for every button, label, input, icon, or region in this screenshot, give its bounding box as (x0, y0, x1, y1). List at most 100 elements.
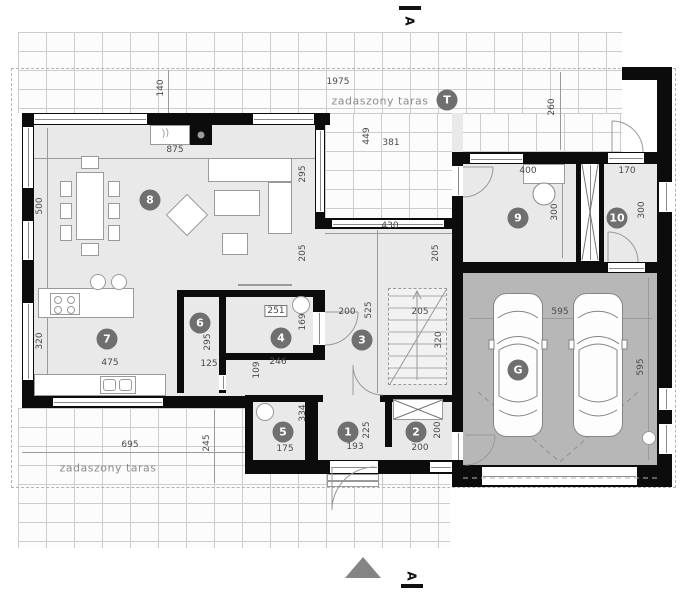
chair (81, 243, 99, 256)
window-nook-west (316, 130, 324, 212)
dimension-label: 1975 (326, 77, 350, 87)
dimension-label: 320 (434, 331, 444, 349)
chair (81, 156, 99, 169)
coffee-table (214, 190, 260, 216)
dimension-label: 300 (550, 203, 560, 221)
dim-line (47, 128, 48, 288)
door-gap-room6 (219, 375, 226, 390)
dim-line (377, 230, 378, 393)
dimension-label: 193 (346, 442, 364, 452)
terrace-label: zadaszony taras (331, 94, 429, 108)
dimension-label: 295 (298, 165, 308, 183)
dim-line (562, 168, 563, 258)
window-north-2 (253, 114, 314, 124)
dim-line (648, 278, 649, 460)
dimension-label: 475 (101, 358, 119, 368)
terrace-label: zadaszony taras (59, 461, 157, 475)
door-gap-room9 (452, 166, 463, 196)
wall-room6-east (219, 290, 226, 393)
wall-corridor-south-e (380, 395, 452, 402)
entrance-arrow (345, 557, 381, 578)
room-marker-T: T (436, 89, 458, 111)
door-gap-room10-garage (608, 263, 645, 272)
dimension-label: 200 (338, 307, 356, 317)
dimension-label: 109 (252, 361, 262, 379)
section-marker-top: A (399, 6, 421, 29)
room-marker-4: 4 (270, 327, 292, 349)
room-marker-6: 6 (189, 312, 211, 334)
washbasin-room5 (256, 403, 274, 421)
wall-room5-east (305, 396, 318, 472)
door-gap-room2-garage (452, 432, 463, 462)
dimension-label: 125 (200, 359, 218, 369)
wall-room6-west (177, 290, 184, 393)
dimension-label: 295 (203, 333, 213, 351)
dimension-label: 449 (362, 127, 372, 145)
section-letter: A (404, 571, 419, 581)
dimension-label: 200 (433, 421, 443, 439)
terrace-top-right (452, 113, 622, 152)
window-nook-south (332, 220, 444, 227)
dim-line (34, 158, 315, 159)
window-east-3 (659, 424, 672, 454)
wall-center-east (452, 152, 463, 487)
room-marker-8: 8 (139, 189, 161, 211)
dimension-label: 595 (551, 307, 569, 317)
dimension-label: 430 (381, 221, 399, 231)
dimension-label: 320 (35, 332, 45, 350)
section-bar (401, 584, 423, 588)
dimension-label: 525 (364, 301, 374, 319)
room-marker-3: 3 (351, 329, 373, 351)
room-marker-10: 10 (606, 207, 628, 229)
dimension-label: 695 (121, 440, 139, 450)
dimension-label: 334 (298, 404, 308, 422)
terrace-top (18, 32, 622, 113)
dim-line (325, 233, 452, 234)
washbasin-room4 (292, 296, 310, 314)
dimension-label: 140 (156, 79, 166, 97)
burner (54, 306, 62, 314)
dimension-label: 205 (411, 307, 429, 317)
window-west-2 (23, 221, 33, 260)
burner (54, 296, 62, 304)
dimension-label: 205 (298, 244, 308, 262)
dimension-label: 875 (166, 145, 184, 155)
section-bar (399, 6, 421, 10)
dim-line (168, 70, 169, 113)
bar-stool (111, 274, 127, 290)
chair (108, 181, 120, 197)
section-marker-bottom: A (401, 565, 423, 588)
dimension-label: 175 (276, 444, 294, 454)
room-marker-G: G (507, 359, 529, 381)
dimension-label: 300 (637, 201, 647, 219)
sofa (208, 158, 292, 182)
wall-room5-west (245, 396, 253, 472)
door-gap-room4 (313, 312, 325, 345)
room-marker-2: 2 (405, 421, 427, 443)
burner (67, 296, 75, 304)
window-north-1 (34, 114, 147, 124)
dimension-label: 245 (202, 434, 212, 452)
chair (60, 181, 72, 197)
rug-edge (238, 284, 292, 286)
dimension-label: 225 (362, 421, 372, 439)
window-room9-north (470, 154, 523, 163)
dim-line (214, 410, 215, 483)
dimension-label: 200 (411, 443, 429, 453)
window-kitchen-south (53, 398, 163, 406)
dimension-label: 251 (264, 305, 288, 317)
room-marker-1: 1 (337, 421, 359, 443)
garage-column (642, 431, 656, 445)
sofa-chaise (268, 182, 292, 234)
section-letter: A (402, 16, 417, 26)
dimension-label: 400 (519, 166, 537, 176)
bar-stool (90, 274, 106, 290)
door-gap-room10-north (608, 153, 644, 163)
wall-room1-room2 (385, 402, 392, 447)
window-room2-south (430, 462, 452, 472)
dim-line (22, 452, 245, 453)
wall-corridor-south-w (245, 395, 323, 402)
window-west-1 (23, 127, 33, 188)
